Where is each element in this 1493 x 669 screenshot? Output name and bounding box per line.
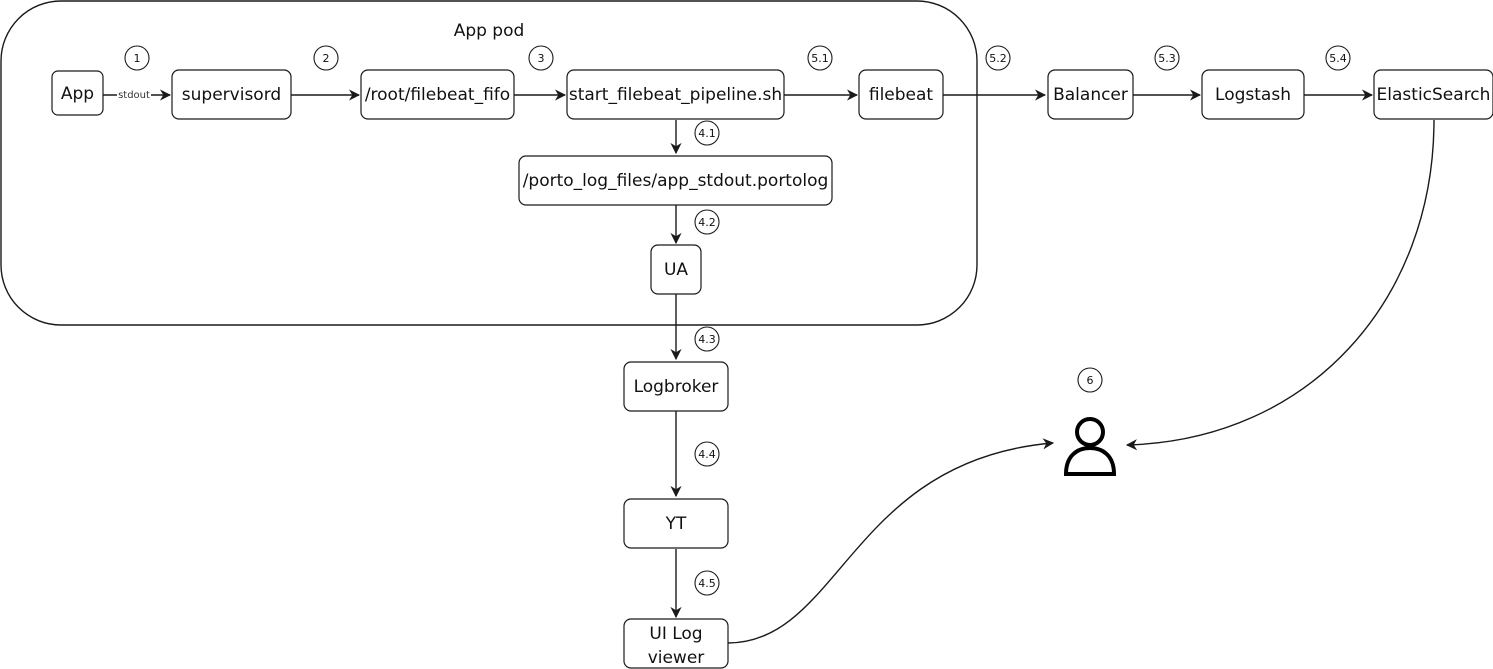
step-marker-3 bbox=[528, 45, 554, 71]
step-marker-4-5 bbox=[694, 570, 720, 596]
user-icon-head bbox=[1075, 417, 1105, 447]
node-elasticsearch bbox=[1373, 69, 1493, 120]
edge-elasticsearch-user bbox=[1125, 119, 1435, 451]
node-yt-label: YT bbox=[665, 514, 687, 534]
step-marker-5-1 bbox=[807, 45, 833, 71]
step-marker-4-4 bbox=[694, 441, 720, 467]
step-marker-4-4-label: 4.4 bbox=[698, 448, 716, 461]
node-ua bbox=[650, 244, 702, 295]
edge-viewer-user bbox=[727, 438, 1055, 644]
node-balancer bbox=[1047, 69, 1134, 120]
user-icon-body bbox=[1063, 445, 1117, 476]
edges: stdout bbox=[103, 87, 1435, 644]
node-filebeat bbox=[858, 69, 944, 120]
step-marker-6 bbox=[1077, 367, 1103, 393]
step-marker-5-2-label: 5.2 bbox=[989, 52, 1007, 65]
node-pipeline-label: start_filebeat_pipeline.sh bbox=[569, 85, 782, 105]
step-marker-1 bbox=[124, 45, 150, 71]
node-logstash-label: Logstash bbox=[1215, 85, 1291, 105]
step-marker-5-1-label: 5.1 bbox=[811, 52, 829, 65]
step-marker-2 bbox=[313, 45, 339, 71]
step-marker-4-5-label: 4.5 bbox=[698, 577, 716, 590]
step-marker-4-3-label: 4.3 bbox=[698, 333, 716, 346]
node-portolog-label: /porto_log_files/app_stdout.portolog bbox=[523, 171, 829, 191]
step-marker-5-4-label: 5.4 bbox=[1329, 52, 1347, 65]
node-portolog bbox=[518, 155, 833, 206]
node-fifo bbox=[360, 69, 515, 120]
node-pipeline bbox=[566, 69, 785, 120]
node-ui-log-viewer-label-line2: viewer bbox=[648, 648, 705, 668]
node-ua-label: UA bbox=[664, 260, 688, 280]
step-marker-4-1-label: 4.1 bbox=[698, 127, 716, 140]
step-markers: 1 2 3 5.1 5.2 5.3 5.4 4.1 4.2 4.3 4.4 4.… bbox=[124, 45, 1351, 596]
node-logbroker bbox=[623, 361, 729, 412]
step-marker-5-2 bbox=[985, 45, 1011, 71]
nodes: App supervisord /root/filebeat_fifo star… bbox=[51, 69, 1493, 669]
node-supervisord bbox=[171, 69, 292, 120]
node-elasticsearch-label: ElasticSearch bbox=[1377, 85, 1491, 105]
node-ui-log-viewer-label-line1: UI Log bbox=[649, 624, 702, 644]
node-balancer-label: Balancer bbox=[1053, 85, 1128, 105]
app-pod-label: App pod bbox=[454, 21, 525, 41]
node-ui-log-viewer bbox=[623, 618, 729, 669]
step-marker-2-label: 2 bbox=[323, 52, 330, 65]
node-logbroker-label: Logbroker bbox=[634, 377, 719, 397]
step-marker-1-label: 1 bbox=[134, 52, 141, 65]
node-supervisord-label: supervisord bbox=[182, 85, 281, 105]
step-marker-4-3 bbox=[694, 326, 720, 352]
app-pod-group bbox=[0, 0, 978, 326]
node-app-label: App bbox=[61, 84, 94, 104]
step-marker-4-2-label: 4.2 bbox=[698, 216, 716, 229]
node-yt bbox=[623, 498, 729, 549]
node-logstash bbox=[1201, 69, 1305, 120]
step-marker-4-1 bbox=[694, 120, 720, 146]
step-marker-5-3-label: 5.3 bbox=[1158, 52, 1176, 65]
edge-label-stdout: stdout bbox=[118, 90, 150, 101]
step-marker-5-3 bbox=[1154, 45, 1180, 71]
node-fifo-label: /root/filebeat_fifo bbox=[365, 85, 510, 105]
edge-label-bg bbox=[117, 87, 151, 101]
node-filebeat-label: filebeat bbox=[869, 85, 934, 105]
node-app bbox=[51, 70, 104, 116]
step-marker-3-label: 3 bbox=[538, 52, 545, 65]
step-marker-4-2 bbox=[694, 209, 720, 235]
step-marker-5-4 bbox=[1325, 45, 1351, 71]
step-marker-6-label: 6 bbox=[1087, 374, 1094, 387]
user-icon bbox=[1063, 417, 1117, 476]
